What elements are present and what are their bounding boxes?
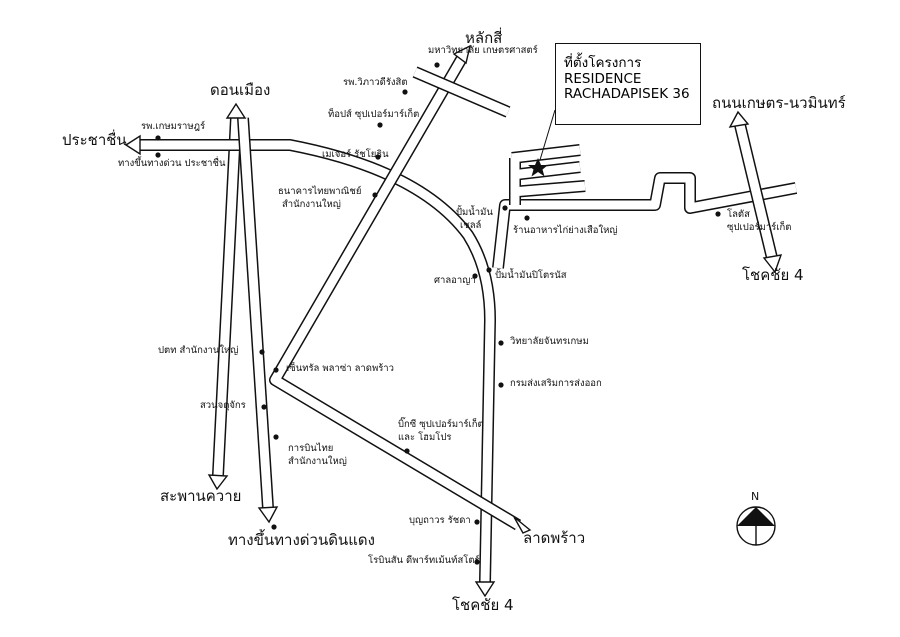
landmark-shell-line1: ปั้มน้ำมัน	[456, 207, 493, 218]
poi-dot-tops	[377, 122, 383, 128]
project-star-icon	[528, 158, 548, 177]
landmark-major-ratchayothin: เมเจอร์ รัชโยธิน	[322, 149, 389, 160]
landmark-thai-airways-line2: สำนักงานใหญ่	[288, 456, 347, 467]
compass-rose	[736, 506, 776, 546]
landmark-central-ladprao: เซ็นทรัล พลาซ่า ลาดพร้าว	[286, 363, 394, 374]
landmark-bigc-line2: และ โฮมโปร	[398, 432, 452, 443]
poi-dot-sia-yai	[524, 215, 530, 221]
landmark-chandrakasem: วิทยาลัยจันทรเกษม	[510, 336, 589, 347]
landmark-thai-airways-line1: การบินไทย	[288, 443, 334, 454]
landmark-sia-yai-restaurant: ร้านอาหารไก่ย่างเสือใหญ่	[513, 225, 618, 236]
direction-chokchai4-right: โชคชัย 4	[742, 266, 804, 284]
arrow-don-mueang	[225, 102, 247, 119]
arrow-saphan-khwai	[207, 474, 229, 491]
landmark-scb-hq-line2: สำนักงานใหญ่	[282, 199, 341, 210]
landmark-ptt-hq: ปตท สำนักงานใหญ่	[158, 345, 239, 356]
poi-dots	[155, 62, 721, 565]
arrow-prachachuen	[124, 134, 141, 156]
poi-dot-kasemrad	[155, 135, 161, 141]
direction-kaset-nawamin: ถนนเกษตร-นวมินทร์	[712, 94, 846, 112]
compass-north-label: N	[751, 490, 760, 503]
poi-dot-thai-airways	[273, 434, 279, 440]
poi-dot-major	[375, 154, 381, 160]
arrow-laksi	[452, 44, 472, 65]
landmark-lotus-line1: โลตัส	[727, 209, 750, 220]
poi-dot-petronas	[486, 267, 492, 273]
poi-dot-lotus	[715, 211, 721, 217]
landmark-export-dept: กรมส่งเสริมการส่งออก	[510, 378, 602, 389]
landmark-expressway-prachachuen: ทางขึ้นทางด่วน ประชาชื่น	[118, 158, 226, 169]
direction-lat-phrao: ลาดพร้าว	[523, 529, 586, 547]
poi-dot-scb	[372, 192, 378, 198]
landmark-bigc-line1: บิ๊กซี ซุปเปอร์มาร์เก็ต	[398, 419, 484, 430]
direction-laksi: หลักสี่	[465, 29, 503, 47]
poi-dot-ptt	[259, 349, 265, 355]
poi-dot-shell	[502, 205, 508, 211]
project-name-line1: RESIDENCE	[564, 70, 642, 87]
poi-dot-vibhavadi	[402, 89, 408, 95]
direction-don-mueang: ดอนเมือง	[210, 81, 271, 99]
arrow-chokchai-bottom	[474, 581, 496, 598]
direction-saphan-khwai: สะพานควาย	[160, 487, 242, 505]
poi-dot-kasetsart	[434, 62, 440, 68]
landmark-chatuchak-park: สวนจตุจักร	[200, 400, 246, 411]
landmark-lotus-line2: ซุปเปอร์มาร์เก็ต	[727, 222, 792, 233]
landmark-shell-line2: เชลล์	[460, 220, 482, 231]
landmark-bunthavorn: บุญถาวร รัชดา	[409, 515, 471, 526]
project-name-line2: RACHADAPISEK 36	[564, 86, 690, 103]
landmark-petronas: ปั้มน้ำมันปิโตรนัส	[495, 270, 567, 281]
poi-dot-export	[498, 382, 504, 388]
poi-dot-bigc	[404, 448, 410, 454]
project-heading: ที่ตั้งโครงการ	[564, 55, 642, 71]
landmark-robinson: โรบินสัน ดีพาร์ทเม้นท์สโตร์	[368, 555, 480, 566]
arrow-din-daeng	[257, 506, 279, 524]
project-label-box: ที่ตั้งโครงการ RESIDENCE RACHADAPISEK 36	[555, 43, 701, 125]
landmark-kasemrad-hospital: รพ.เกษมราษฎร์	[141, 121, 206, 132]
landmark-court: ศาลอาญา	[434, 275, 476, 286]
landmark-tops-supermarket: ท็อปส์ ซุปเปอร์มาร์เก็ต	[328, 109, 420, 120]
poi-dot-central	[273, 367, 279, 373]
direction-expressway-din-daeng: ทางขึ้นทางด่วนดินแดง	[228, 531, 375, 549]
direction-chokchai4-bottom: โชคชัย 4	[452, 596, 514, 614]
callout-line	[539, 109, 556, 161]
poi-dot-din-daeng	[271, 524, 277, 530]
landmark-scb-hq-line1: ธนาคารไทยพาณิชย์	[278, 186, 362, 197]
poi-dot-chandrakasem	[498, 340, 504, 346]
poi-dot-chatuchak	[261, 404, 267, 410]
landmark-kasetsart-univ: มหาวิทยาลัย เกษตรศาสตร์	[428, 45, 538, 56]
arrow-chokchai-right	[762, 254, 783, 274]
arrow-lat-phrao	[513, 516, 532, 534]
poi-dot-robinson	[474, 559, 480, 565]
direction-prachachuen: ประชาชื่น	[62, 131, 127, 149]
poi-dot-court	[472, 273, 478, 279]
poi-dot-expressway-prachachuen	[155, 152, 161, 158]
landmark-vibhavadi-hospital: รพ.วิภาวดีรังสิต	[343, 77, 408, 88]
arrow-kaset-nawamin	[728, 110, 750, 128]
poi-dot-bunthavorn	[474, 519, 480, 525]
